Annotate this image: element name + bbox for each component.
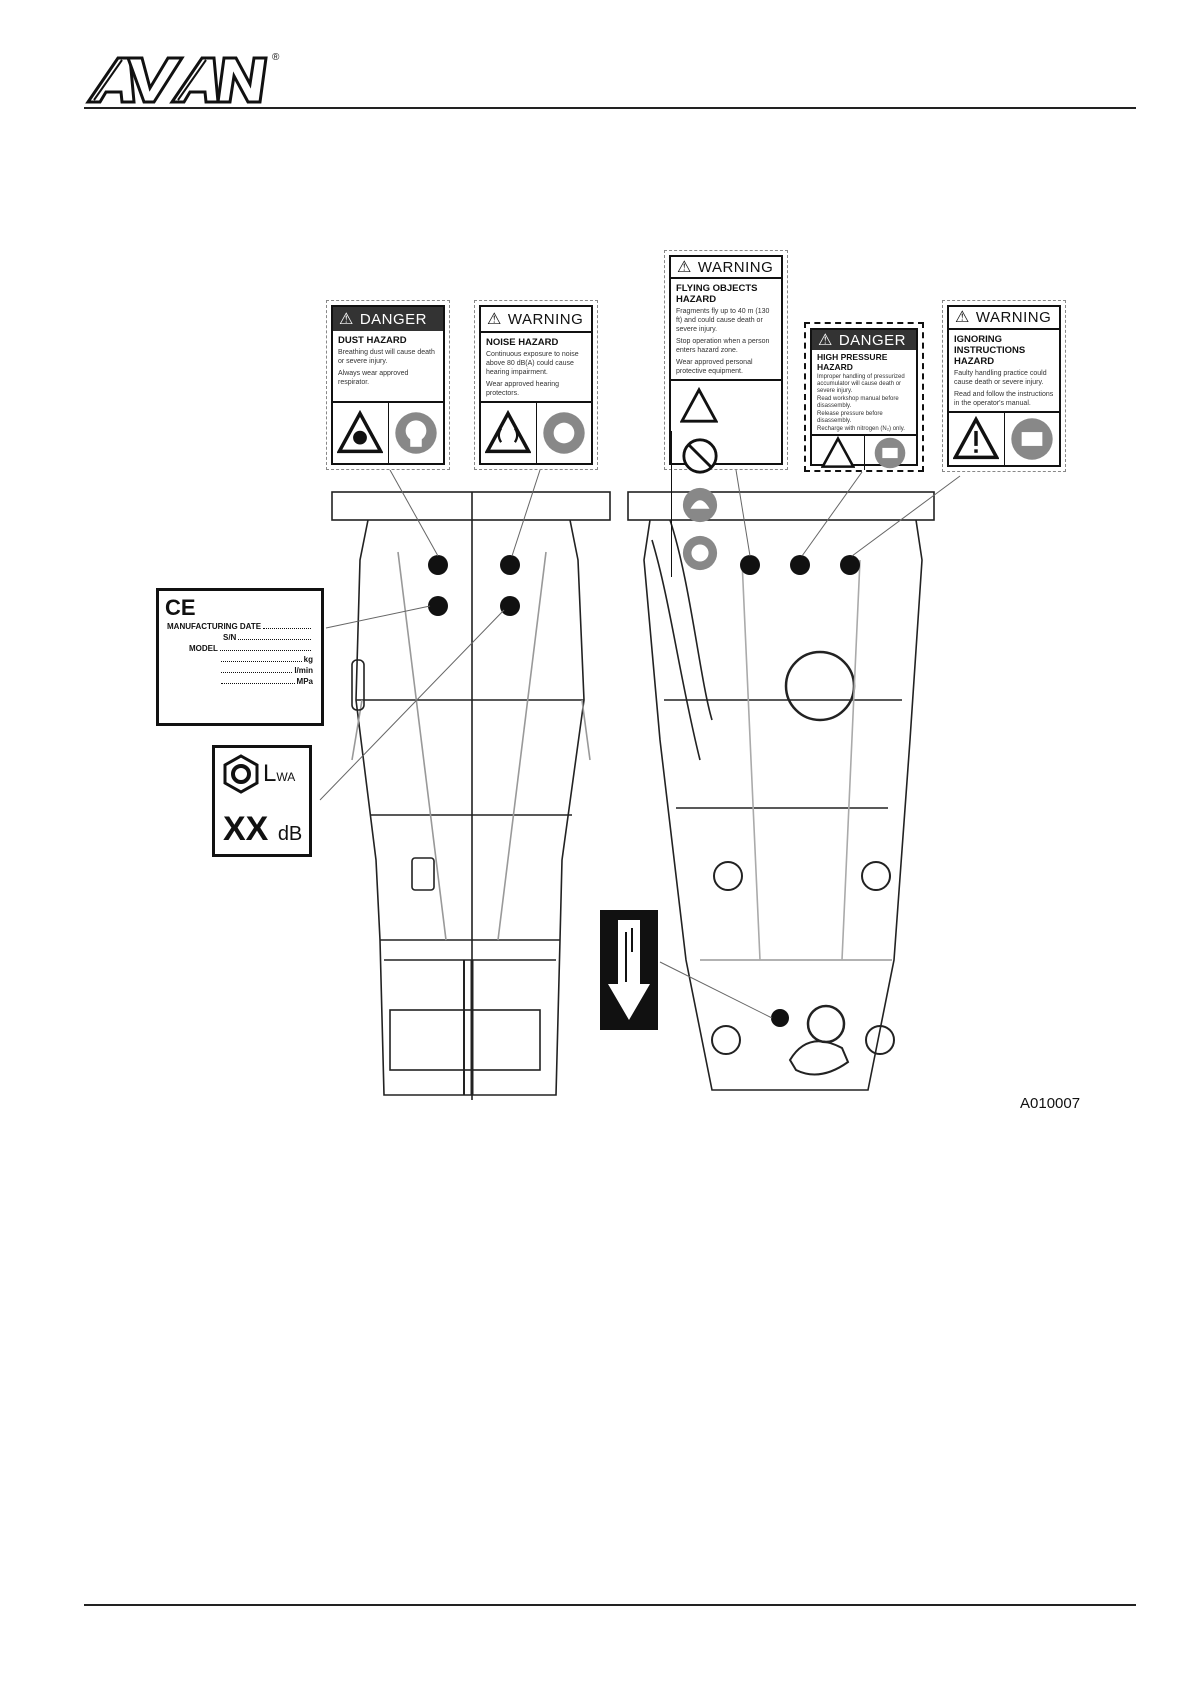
header-rule bbox=[84, 107, 1136, 109]
respirator-icon bbox=[387, 403, 444, 463]
down-arrow-icon bbox=[608, 920, 650, 1020]
decal-dust-hazard: ⚠ DANGER DUST HAZARD Breathing dust will … bbox=[326, 300, 450, 470]
decal-text-line: Wear approved hearing protectors. bbox=[486, 381, 560, 397]
plate-field-label: S/N bbox=[223, 633, 237, 642]
dust-hazard-icon bbox=[333, 403, 388, 463]
decal-text-line: Read and follow the instructions in the … bbox=[954, 390, 1054, 407]
decal-text-line: Faulty handling practice could cause dea… bbox=[954, 369, 1047, 386]
lwa-value: XX bbox=[223, 810, 269, 848]
tool-direction-label bbox=[600, 910, 658, 1030]
decal-title: IGNORING INSTRUCTIONS HAZARD bbox=[954, 333, 1026, 367]
decal-text-line: Stop operation when a person enters haza… bbox=[676, 338, 770, 354]
decal-signal-word: WARNING bbox=[975, 308, 1052, 326]
warning-triangle-icon: ⚠ bbox=[487, 311, 502, 328]
decal-text-line: Recharge with nitrogen (N₂) only. bbox=[817, 426, 905, 432]
plate-unit: kg bbox=[303, 655, 313, 664]
decal-noise-hazard: ⚠ WARNING NOISE HAZARD Continuous exposur… bbox=[474, 300, 598, 470]
eye-protection-icon bbox=[671, 529, 727, 577]
ce-mark: CE bbox=[165, 595, 196, 620]
noise-hazard-icon bbox=[481, 403, 536, 463]
footer-rule bbox=[84, 1604, 1136, 1606]
decal-signal-word: WARNING bbox=[507, 310, 584, 328]
sound-power-plate: LWA XX dB bbox=[212, 745, 312, 857]
helmet-icon bbox=[671, 481, 727, 529]
decal-text-line: Release pressure before disassembly. bbox=[817, 411, 883, 424]
warning-triangle-icon: ⚠ bbox=[339, 311, 354, 328]
warning-triangle-icon: ⚠ bbox=[955, 309, 970, 327]
exclamation-warning-icon bbox=[949, 413, 1004, 465]
flying-objects-icon bbox=[671, 381, 726, 431]
avant-logo: ® bbox=[84, 52, 284, 108]
decal-title: HIGH PRESSURE HAZARD bbox=[817, 352, 888, 372]
hearing-protection-icon bbox=[535, 403, 592, 463]
decal-title: DUST HAZARD bbox=[338, 335, 407, 346]
decal-text-line: Continuous exposure to noise above 80 dB… bbox=[486, 351, 579, 376]
plate-unit: l/min bbox=[294, 666, 313, 675]
decal-text-line: Read workshop manual before disassembly. bbox=[817, 396, 899, 409]
no-entry-person-icon bbox=[671, 431, 727, 481]
decal-signal-word: DANGER bbox=[359, 310, 428, 328]
decal-ignoring-instructions-hazard: ⚠ WARNING IGNORING INSTRUCTIONS HAZARD Fa… bbox=[942, 300, 1066, 472]
decal-title: NOISE HAZARD bbox=[486, 337, 559, 348]
lwa-label: L bbox=[263, 760, 277, 787]
lwa-subscript: WA bbox=[276, 770, 296, 784]
warning-triangle-icon: ⚠ bbox=[818, 332, 833, 349]
figure-code: A010007 bbox=[1020, 1095, 1081, 1112]
decal-text-line: Wear approved personal protective equipm… bbox=[676, 359, 753, 375]
warning-triangle-icon: ⚠ bbox=[677, 259, 692, 276]
registered-mark: ® bbox=[272, 52, 280, 63]
decal-text-line: Always wear approved respirator. bbox=[338, 370, 409, 386]
plate-field-label: MANUFACTURING DATE bbox=[167, 622, 262, 631]
plate-unit: MPa bbox=[296, 677, 313, 686]
decal-text-line: Fragments fly up to 40 m (130 ft) and co… bbox=[676, 308, 770, 333]
decal-signal-word: DANGER bbox=[838, 331, 907, 349]
read-manual-icon bbox=[1003, 412, 1060, 465]
decal-flying-objects-hazard: ⚠ WARNING FLYING OBJECTS HAZARD Fragments… bbox=[664, 250, 788, 577]
ce-type-plate: CE MANUFACTURING DATE S/N MODEL kg l/min… bbox=[156, 588, 324, 726]
decal-text-line: Breathing dust will cause death or sever… bbox=[338, 349, 435, 365]
decal-signal-word: WARNING bbox=[697, 258, 774, 276]
decal-high-pressure-hazard: ⚠ DANGER HIGH PRESSURE HAZARD Improper ha… bbox=[804, 322, 924, 472]
decal-title: FLYING OBJECTS HAZARD bbox=[676, 283, 758, 305]
decal-text-line: Improper handling of pressurized accumul… bbox=[817, 374, 905, 394]
lwa-unit: dB bbox=[277, 823, 303, 845]
explosion-hazard-icon bbox=[812, 436, 864, 470]
plate-field-label: MODEL bbox=[189, 644, 218, 653]
read-manual-icon bbox=[863, 436, 917, 470]
hexagon-nut-icon bbox=[223, 754, 259, 794]
